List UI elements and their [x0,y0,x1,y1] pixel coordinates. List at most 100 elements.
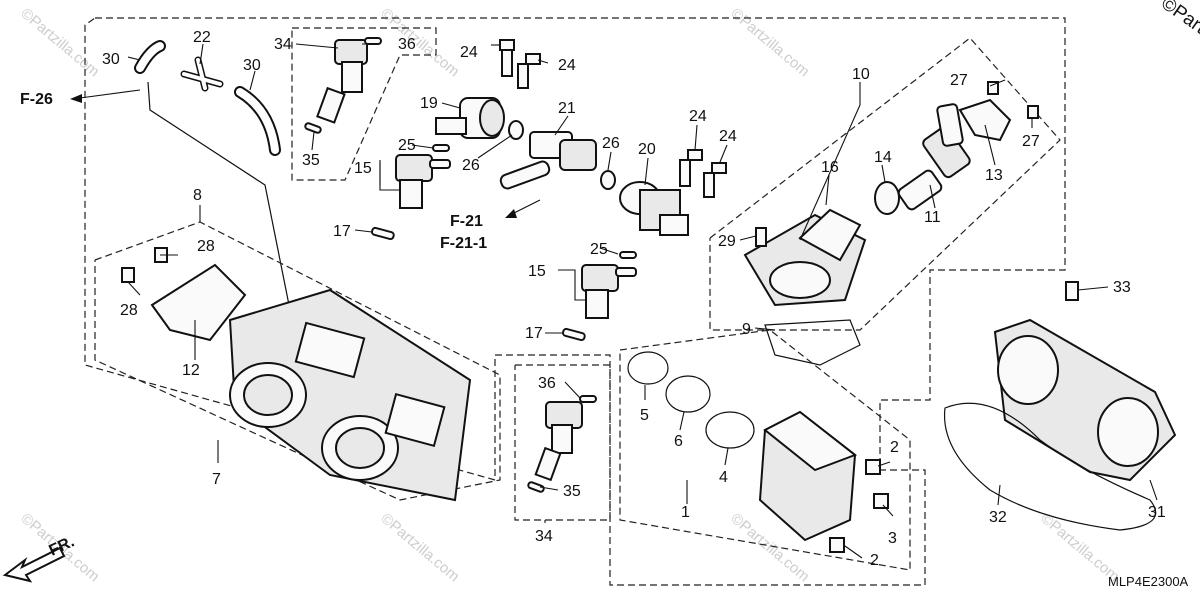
bolt-2b [829,537,845,553]
part-16-housing [743,208,867,307]
callout-21: 21 [558,100,576,117]
callout-31: 31 [1148,504,1166,521]
bolt-33 [1065,281,1079,301]
callout-24: 24 [689,108,707,125]
callout-36: 36 [538,375,556,392]
callout-14: 14 [874,149,892,166]
watermark-text: ©Partzilla.com [17,5,102,80]
callout-19: 19 [420,95,438,112]
o-ring-17-lower [562,327,586,342]
part-20 [619,181,689,236]
callout-15: 15 [354,160,372,177]
assembly-outline [84,17,1066,586]
callout-13: 13 [985,167,1003,184]
brand-watermark: ©Partzilla.com [1157,0,1200,81]
gasket-5 [627,351,669,385]
callout-7: 7 [212,471,221,488]
callout-9: 9 [742,321,751,338]
ecu-outline [619,329,911,571]
callout-30: 30 [102,51,120,68]
throttle-body [228,288,472,502]
bolt-2a [865,459,881,475]
washer-26-b [600,170,616,190]
watermark-text: ©Partzilla.com [727,5,812,80]
callout-10: 10 [852,66,870,83]
part-11-valve [897,103,971,211]
callout-8: 8 [193,187,202,204]
gasket-13 [958,98,1012,142]
ref-f21[interactable]: F-21 [450,213,483,230]
callout-35: 35 [302,152,320,169]
callout-28: 28 [120,302,138,319]
callout-25: 25 [398,137,416,154]
bolt-28b [121,267,135,283]
screw-27b [1027,105,1039,119]
part-19 [435,97,505,139]
callout-26: 26 [602,135,620,152]
leader-lines [127,43,1158,559]
diagram-code: MLP4E2300A [1108,574,1189,589]
screw-29 [755,227,767,247]
watermark-text: ©Partzilla.com [377,510,462,585]
hose-30 [134,40,281,156]
o-ring-17-upper [371,226,395,241]
callout-6: 6 [674,433,683,450]
callout-36: 36 [398,36,416,53]
callout-1: 1 [681,504,690,521]
bolt-3 [873,493,889,509]
injector-15-upper [395,144,451,209]
callout-34: 34 [535,528,553,545]
gasket-32 [943,402,1157,531]
joint-22 [180,56,224,92]
callout-24: 24 [460,44,478,61]
callout-30: 30 [243,57,261,74]
callout-3: 3 [888,530,897,547]
injector-15-lower [581,251,637,319]
washer-26-a [508,120,524,140]
callout-33: 33 [1113,279,1131,296]
gasket-6 [665,375,711,413]
callout-26: 26 [462,157,480,174]
callout-17: 17 [525,325,543,342]
bolt-24 [499,39,727,198]
callout-34: 34 [274,36,292,53]
callout-5: 5 [640,407,649,424]
gasket-9 [764,319,861,366]
injector-top [304,37,382,134]
reference-arrows [70,89,541,218]
callout-24: 24 [558,57,576,74]
gasket-4 [705,411,755,449]
bracket-12 [150,263,247,342]
watermark-text: ©Partzilla.com [377,5,462,80]
injector-set-outline-top [291,27,437,181]
callout-20: 20 [638,141,656,158]
assembly-10-outline [709,37,1061,331]
callout-25: 25 [590,241,608,258]
injector-bottom [527,395,597,493]
ref-f21-1[interactable]: F-21-1 [440,235,487,252]
callout-12: 12 [182,362,200,379]
hose-leader [147,81,291,311]
callout-35: 35 [563,483,581,500]
cover-31-left [997,335,1059,405]
callout-28: 28 [197,238,215,255]
ecu-unit [758,410,858,542]
callout-27: 27 [1022,133,1040,150]
ref-f26[interactable]: F-26 [20,91,53,108]
callout-labels: 30 22 30 34 36 35 19 25 15 17 26 24 24 2… [102,29,1166,569]
joint-21 [499,131,597,190]
callout-2: 2 [890,439,899,456]
callout-29: 29 [718,233,736,250]
callout-27: 27 [950,72,968,89]
callout-15: 15 [528,263,546,280]
injector-set-outline-bottom [514,364,611,521]
callout-11: 11 [924,209,941,226]
cover-31-right [1097,397,1159,467]
callout-17: 17 [333,223,351,240]
callout-16: 16 [821,159,839,176]
callout-2: 2 [870,552,879,569]
o-ring-14 [874,181,900,215]
callout-22: 22 [193,29,211,46]
callout-24: 24 [719,128,737,145]
